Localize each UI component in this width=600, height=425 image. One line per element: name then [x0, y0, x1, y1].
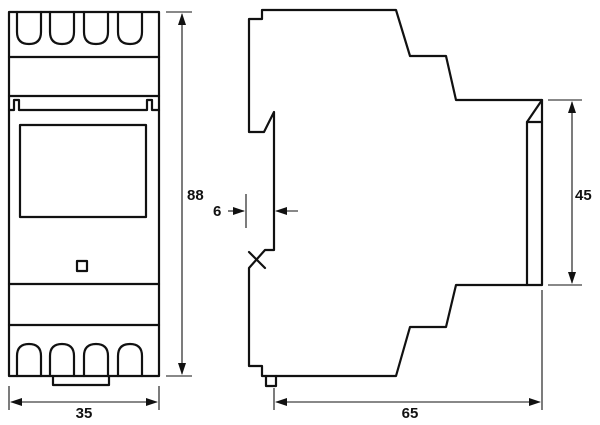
dimension-front-width: 35	[8, 386, 160, 422]
bottom-terminals	[15, 342, 144, 378]
bottom-terminal-4	[116, 342, 144, 378]
indicator-led	[75, 259, 89, 273]
din-latch-side	[264, 374, 278, 388]
front-view-outline	[7, 10, 161, 378]
side-view-outline	[247, 8, 544, 378]
dimension-side-step-height: 45	[548, 99, 592, 286]
front-cover-top-edge	[7, 98, 161, 112]
dimension-label-rail-gap: 6	[213, 203, 221, 220]
top-terminal-2	[48, 10, 76, 46]
side-step-edge	[525, 98, 544, 287]
bottom-terminal-2	[48, 342, 76, 378]
din-clip-front	[51, 374, 111, 387]
dimension-label-width: 35	[76, 405, 93, 422]
top-terminal-3	[82, 10, 110, 46]
rail-groove-lower	[247, 250, 267, 270]
front-view	[7, 10, 161, 387]
dimension-front-height: 88	[166, 11, 204, 377]
bottom-terminal-1	[15, 342, 43, 378]
top-terminal-1	[15, 10, 43, 46]
display-window	[18, 123, 148, 219]
dimension-side-depth: 65	[273, 290, 543, 422]
dimension-label-depth: 65	[402, 405, 419, 422]
dimension-label-step-height: 45	[575, 187, 592, 204]
top-terminal-4	[116, 10, 144, 46]
top-terminals	[15, 10, 144, 46]
bottom-terminal-3	[82, 342, 110, 378]
dimension-rail-gap: 6	[213, 194, 298, 228]
side-view	[247, 8, 544, 388]
dimension-label-height: 88	[187, 187, 204, 204]
